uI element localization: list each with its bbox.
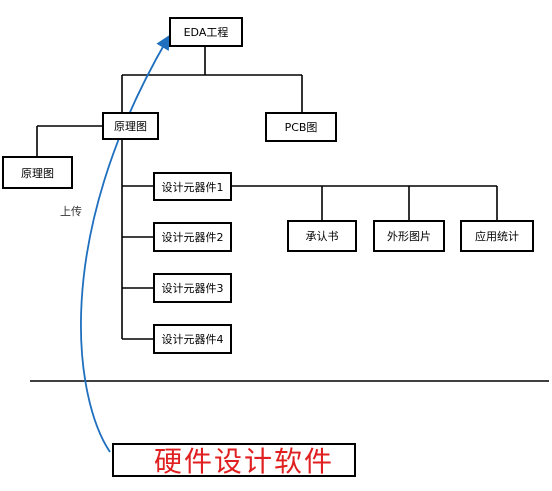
software-box: 硬件设计软件 [112, 443, 356, 478]
node-appearance: 外形图片 [373, 220, 445, 252]
node-root: EDA工程 [169, 17, 243, 47]
node-component-4: 设计元器件4 [153, 324, 232, 354]
node-schematic: 原理图 [102, 112, 159, 140]
node-stats: 应用统计 [460, 220, 534, 252]
node-component-3: 设计元器件3 [153, 273, 232, 303]
node-pcb: PCB图 [265, 112, 337, 142]
node-component-1: 设计元器件1 [153, 172, 232, 201]
upload-label: 上传 [60, 205, 82, 218]
node-schematic-left: 原理图 [2, 156, 73, 189]
node-component-2: 设计元器件2 [153, 222, 232, 252]
node-spec: 承认书 [287, 220, 357, 252]
